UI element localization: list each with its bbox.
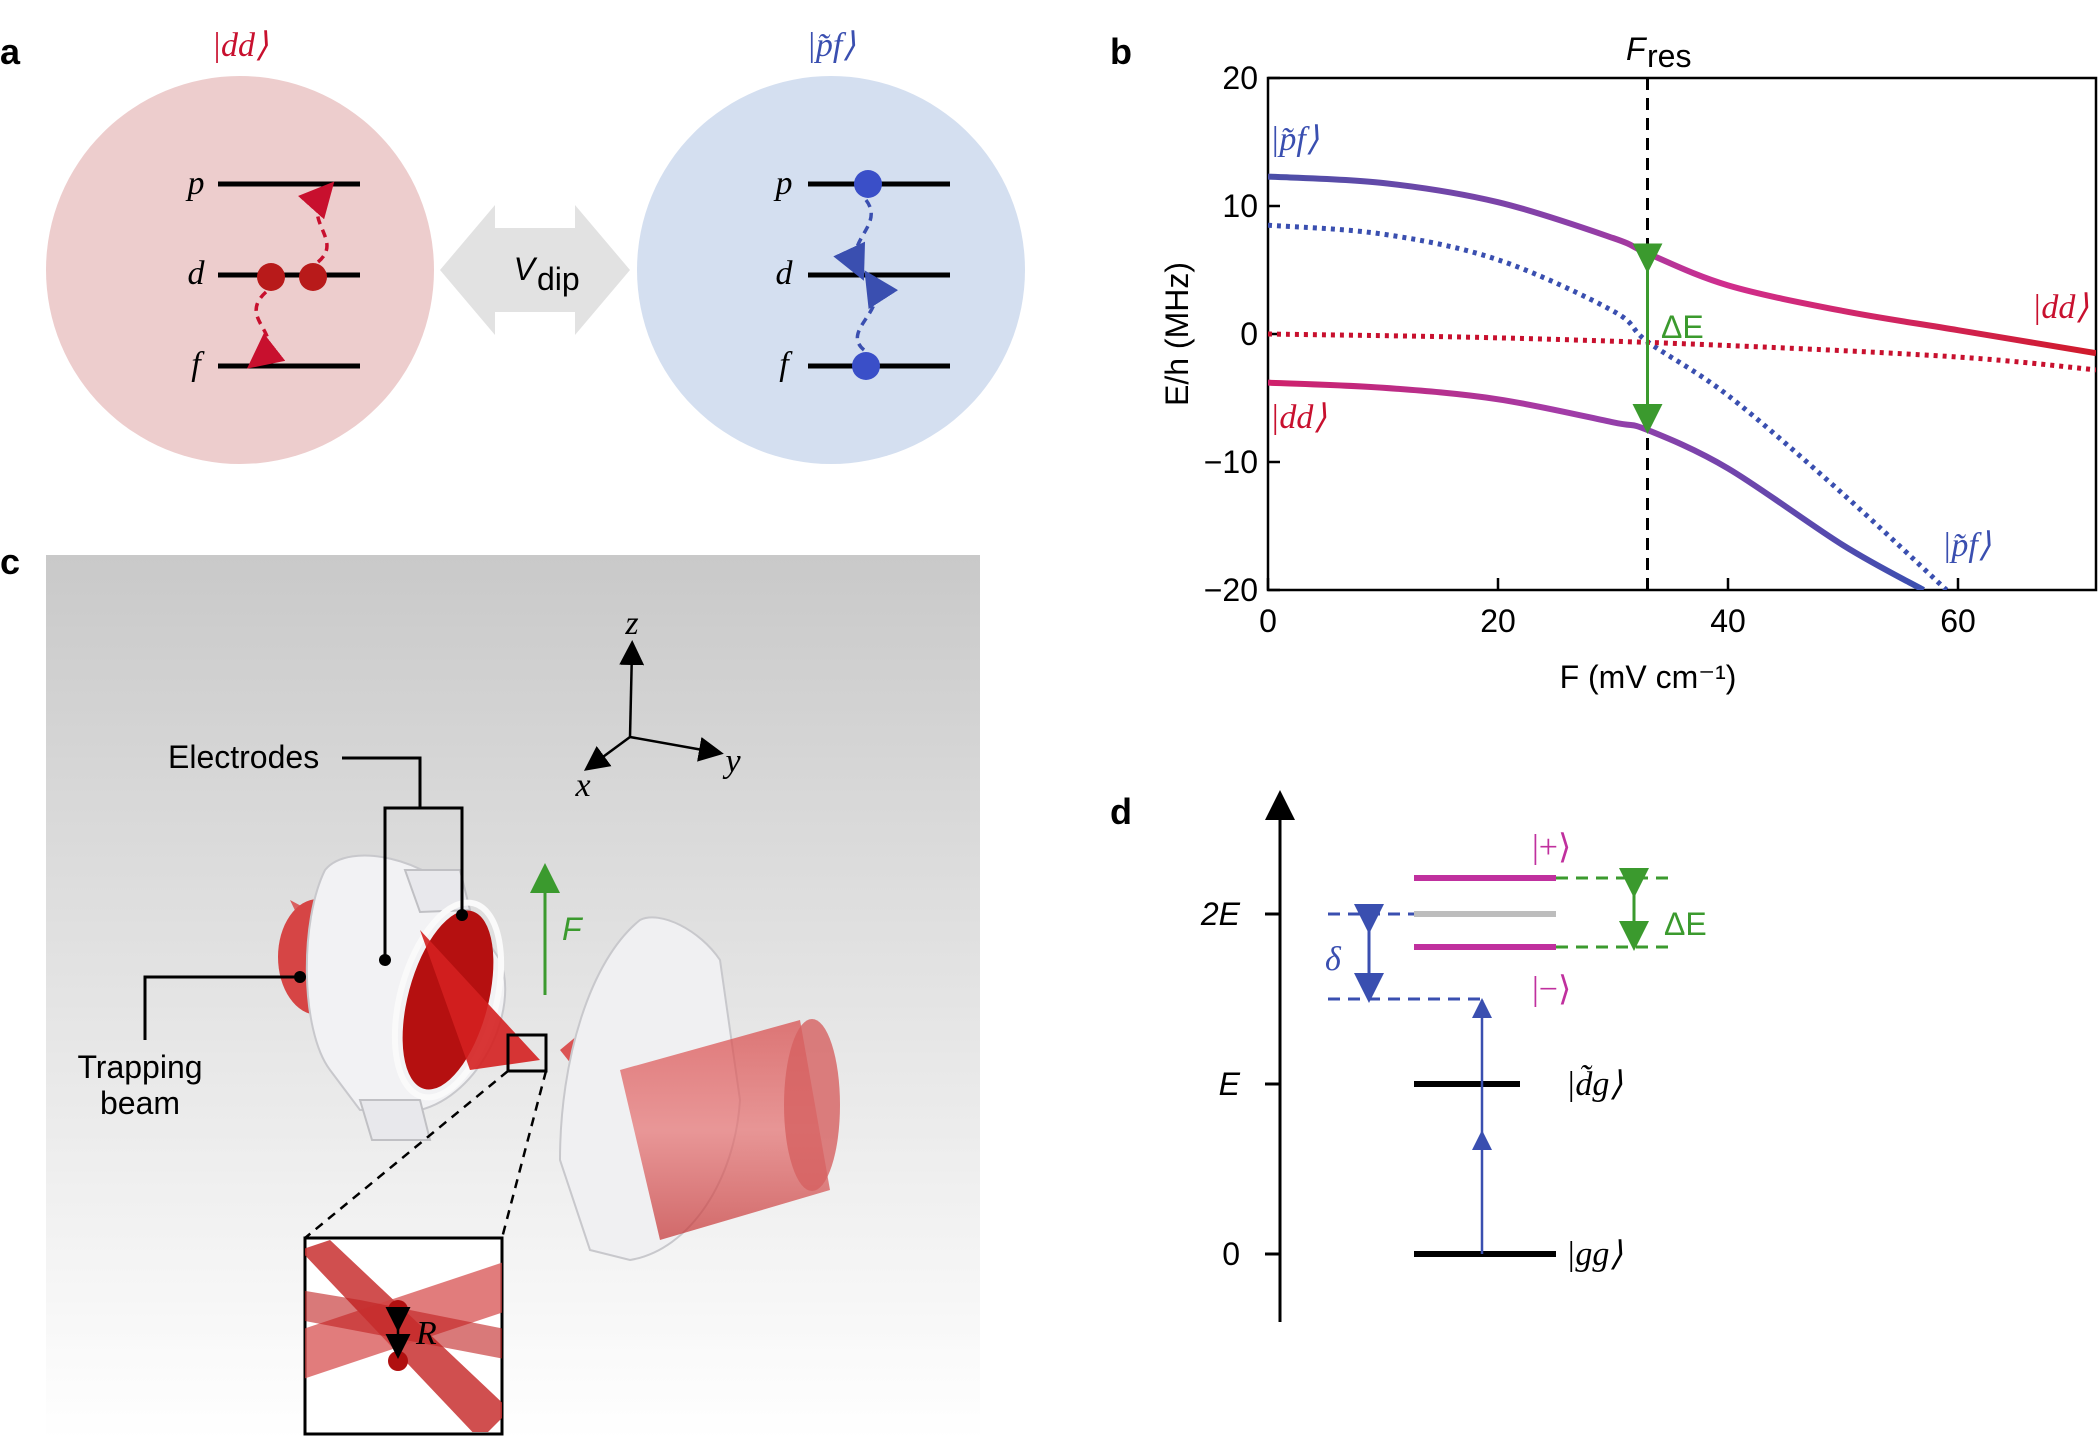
gg-label: |gg⟩ <box>1566 1236 1623 1273</box>
dd-label-right: |dd⟩ <box>2032 289 2089 326</box>
panel-c: c z y x Electrodes Trapping bea <box>0 541 980 1440</box>
transition-arrow <box>833 198 873 281</box>
panel-a: a |dd⟩ |p͂f⟩ p d f p d f V dip <box>0 27 1025 464</box>
dg-label: |d͂g⟩ <box>1566 1064 1623 1103</box>
electrode-tab <box>358 1099 432 1141</box>
atom-dot <box>299 263 327 291</box>
beam-bracket <box>143 975 300 1040</box>
axis-y-label: y <box>722 743 741 780</box>
pf-label-bottom: |p͂f⟩ <box>1942 527 1991 564</box>
zoom-leader <box>304 1070 509 1239</box>
resonance-label-sub: res <box>1647 38 1691 74</box>
pointer-dot <box>456 909 468 921</box>
tick-2E: 2E <box>1200 896 1241 932</box>
atom-dot <box>388 1351 408 1371</box>
gap-label: ΔE <box>1661 309 1704 345</box>
dd-state-circle <box>46 76 434 464</box>
panel-b: b 20 10 0 −10 −20 0 20 40 60 E/h (MHz) F (mV cm… <box>1110 31 2098 695</box>
resonance-label-main: F <box>1626 31 1648 67</box>
series-pf-diabatic <box>1268 222 1949 590</box>
tick-E: E <box>1219 1066 1241 1102</box>
zoom-leader <box>500 1070 548 1239</box>
y-tick-label: 20 <box>1222 60 1258 96</box>
series-lower-adiabatic <box>1268 379 1925 590</box>
transition-arrow <box>855 270 899 352</box>
y-tick-label: 10 <box>1222 188 1258 224</box>
x-tick-label: 20 <box>1480 603 1516 639</box>
level-label-d: d <box>188 255 206 292</box>
pointer-dot <box>294 971 306 983</box>
tick-0: 0 <box>1222 1236 1240 1272</box>
zoom-region <box>506 1033 548 1073</box>
atom-dot <box>388 1300 408 1320</box>
coupling-arrow <box>440 205 630 335</box>
atom-dot <box>852 352 880 380</box>
panel-label-c: c <box>0 541 20 582</box>
trapping-label-2: beam <box>100 1085 180 1121</box>
resonance-label: F res <box>1626 31 1691 74</box>
distance-label: R <box>415 1315 437 1352</box>
y-ticks: 20 10 0 −10 −20 <box>1204 60 1280 608</box>
axis-x-label: x <box>574 767 590 804</box>
gap-label: ΔE <box>1664 906 1707 942</box>
plus-label: |+⟩ <box>1532 829 1571 866</box>
axis-x <box>583 735 631 771</box>
x-tick-label: 0 <box>1259 603 1277 639</box>
x-ticks: 0 20 40 60 <box>1259 578 1976 639</box>
pointer-dot <box>379 954 391 966</box>
atom-dot <box>854 170 882 198</box>
detuning-label: δ <box>1325 941 1342 978</box>
beam-end-right <box>784 1019 840 1191</box>
field-label: F <box>562 911 584 947</box>
level-label-p: p <box>774 165 793 202</box>
electrodes-label: Electrodes <box>168 739 319 775</box>
atom-dot <box>257 263 285 291</box>
x-tick-label: 40 <box>1710 603 1746 639</box>
dd-label-left: |dd⟩ <box>1270 399 1327 436</box>
pf-label-top: |p͂f⟩ <box>1270 121 1319 158</box>
inset: R <box>303 1236 504 1436</box>
x-axis-label: F (mV cm⁻¹) <box>1560 659 1737 695</box>
trapping-label-1: Trapping <box>77 1049 202 1085</box>
coupling-label: V <box>514 251 538 287</box>
axis-y <box>629 735 724 762</box>
axis-z <box>619 640 645 738</box>
left-state-label: |dd⟩ <box>212 27 269 64</box>
level-label-p: p <box>186 165 205 202</box>
coupling-subscript: dip <box>537 261 580 297</box>
electrode-tab <box>403 869 472 914</box>
panel-label-b: b <box>1110 31 1132 72</box>
minus-label: |−⟩ <box>1532 971 1571 1008</box>
panel-d: d 2E E 0 ΔE δ |+⟩ |−⟩ |d͂g⟩ |gg⟩ <box>1110 790 1707 1322</box>
y-tick-label: −10 <box>1204 444 1258 480</box>
y-tick-label: −20 <box>1204 572 1258 608</box>
excitation-arrowhead <box>1472 998 1492 1018</box>
level-label-d: d <box>776 255 794 292</box>
electrodes-bracket <box>383 806 464 960</box>
right-state-label: |p͂f⟩ <box>806 27 855 64</box>
y-axis-label: E/h (MHz) <box>1159 262 1195 406</box>
x-tick-label: 60 <box>1940 603 1976 639</box>
panel-label-a: a <box>0 31 21 72</box>
panel-label-d: d <box>1110 791 1132 832</box>
axis-z-label: z <box>624 605 638 642</box>
y-tick-label: 0 <box>1240 316 1258 352</box>
pf-state-circle <box>637 76 1025 464</box>
excitation-arrowhead <box>1472 1130 1492 1150</box>
electrodes-bracket <box>342 756 422 808</box>
render-background <box>46 555 980 1440</box>
trapping-beam-right <box>620 1020 830 1240</box>
